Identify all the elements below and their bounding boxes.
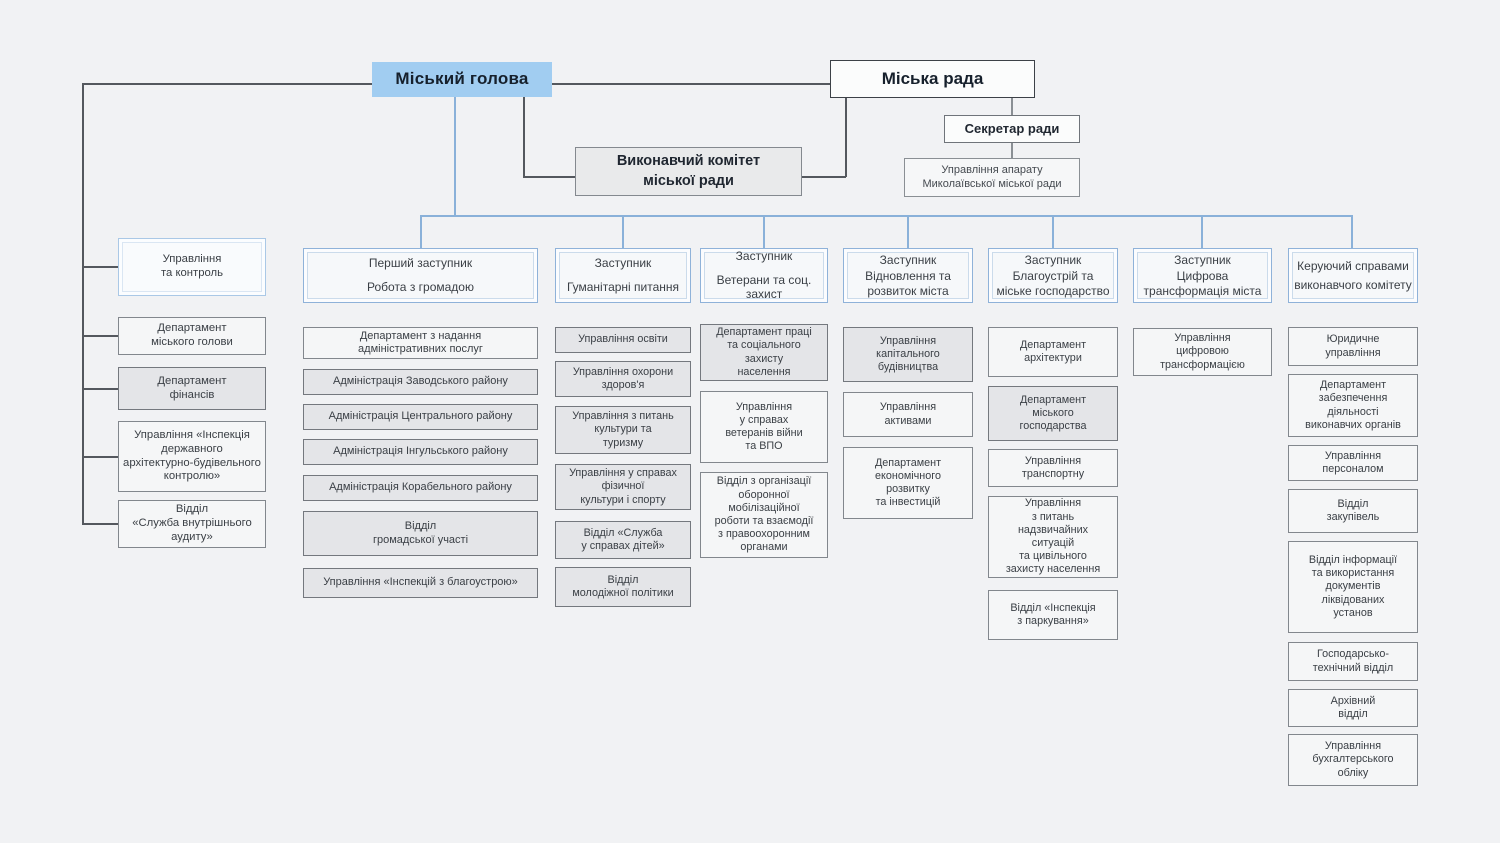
deputy-title: Заступник (735, 249, 793, 264)
connector-line (82, 83, 84, 525)
connector-line (1201, 215, 1203, 248)
connector-line (523, 97, 525, 177)
node-chief-of-staff: Керуючий справами виконавчого комітету (1288, 248, 1418, 303)
org-node: Управління бухгалтерського обліку (1288, 734, 1418, 786)
org-node: Адміністрація Центрального району (303, 404, 538, 430)
org-node: Управління освіти (555, 327, 691, 353)
deputy-subtitle: Робота з громадою (367, 280, 474, 294)
node-council-apparatus: Управління апарату Миколаївської міської… (904, 158, 1080, 197)
connector-line (845, 98, 847, 177)
deputy-title: Заступник (594, 256, 652, 271)
org-node: Управління з питань надзвичайних ситуаці… (988, 496, 1118, 578)
org-node: Департамент забезпечення діяльності вико… (1288, 374, 1418, 437)
connector-line (523, 176, 575, 178)
org-node: Відділ громадської участі (303, 511, 538, 556)
org-node: Відділ закупівель (1288, 489, 1418, 533)
org-node: Департамент архітектури (988, 327, 1118, 377)
connector-line (82, 388, 119, 390)
node-deputy-digital: Заступник Цифрова трансформація міста (1133, 248, 1272, 303)
node-deputy-utilities: Заступник Благоустрій та міське господар… (988, 248, 1118, 303)
org-node: Управління транспортну (988, 449, 1118, 487)
deputy-subtitle: Ветерани та соц. захист (716, 272, 812, 302)
connector-line (82, 456, 119, 458)
org-node: Департамент з надання адміністративних п… (303, 327, 538, 359)
connector-line (82, 266, 119, 268)
org-node: Управління персоналом (1288, 445, 1418, 481)
node-finance-department: Департамент фінансів (118, 367, 266, 410)
deputy-subtitle: Благоустрій та міське господарство (996, 269, 1110, 298)
node-deputy-veterans: Заступник Ветерани та соц. захист (700, 248, 828, 303)
org-node: Управління у справах фізичної культури і… (555, 464, 691, 510)
deputy-subtitle: виконавчого комітету (1294, 277, 1412, 292)
org-node: Управління з питань культури та туризму (555, 406, 691, 454)
connector-line (1011, 98, 1013, 115)
connector-line (552, 83, 830, 85)
org-node: Адміністрація Заводського району (303, 369, 538, 395)
org-node: Управління капітального будівництва (843, 327, 973, 382)
connector-line (82, 83, 372, 85)
node-executive-committee: Виконавчий комітет міської ради (575, 147, 802, 196)
connector-line (802, 176, 846, 178)
node-first-deputy: Перший заступник Робота з громадою (303, 248, 538, 303)
org-node: Відділ «Інспекція з паркування» (988, 590, 1118, 640)
org-node: Адміністрація Інгульського району (303, 439, 538, 465)
node-mayor: Міський голова (372, 62, 552, 97)
org-node: Відділ з організації оборонної мобілізац… (700, 472, 828, 558)
deputy-title: Керуючий справами (1297, 258, 1409, 273)
connector-line (82, 335, 119, 337)
deputy-subtitle: Відновлення та розвиток міста (865, 269, 951, 298)
org-node: Управління охорони здоров'я (555, 361, 691, 397)
node-mayor-department: Департамент міського голови (118, 317, 266, 355)
deputy-title: Перший заступник (368, 256, 473, 271)
deputy-title: Заступник (1174, 252, 1231, 267)
node-council-secretary: Секретар ради (944, 115, 1080, 143)
org-node: Департамент міського господарства (988, 386, 1118, 441)
connector-line (1052, 215, 1054, 248)
deputy-title: Заступник (1024, 252, 1082, 267)
node-deputy-recovery: Заступник Відновлення та розвиток міста (843, 248, 973, 303)
org-node: Юридичне управління (1288, 327, 1418, 366)
org-node: Архівний відділ (1288, 689, 1418, 727)
connector-line (622, 215, 624, 248)
connector-line (1351, 215, 1353, 248)
node-city-council: Міська рада (830, 60, 1035, 98)
org-node: Управління «Інспекцій з благоустрою» (303, 568, 538, 598)
org-node: Відділ «Служба у справах дітей» (555, 521, 691, 559)
node-deputy-humanitarian: Заступник Гуманітарні питання (555, 248, 691, 303)
connector-line (763, 215, 765, 248)
connector-line (907, 215, 909, 248)
org-node: Відділ молодіжної політики (555, 567, 691, 607)
org-node: Відділ інформації та використання докуме… (1288, 541, 1418, 633)
node-architecture-inspection: Управління «Інспекція державного архітек… (118, 421, 266, 492)
org-node: Департамент праці та соціального захисту… (700, 324, 828, 381)
connector-line (1011, 143, 1013, 158)
org-node: Управління активами (843, 392, 973, 437)
deputy-title: Заступник (879, 252, 937, 267)
org-node: Адміністрація Корабельного району (303, 475, 538, 501)
deputy-subtitle: Цифрова трансформація міста (1143, 269, 1262, 298)
connector-line (454, 97, 456, 215)
org-node: Управління цифровою трансформацією (1133, 328, 1272, 376)
node-control-directorate: Управління та контроль (118, 238, 266, 296)
node-internal-audit: Відділ «Служба внутрішнього аудиту» (118, 500, 266, 548)
connector-line (420, 215, 422, 248)
connector-line (420, 215, 1353, 217)
org-node: Департамент економічного розвитку та інв… (843, 447, 973, 519)
org-node: Господарсько- технічний відділ (1288, 642, 1418, 681)
connector-line (82, 523, 119, 525)
deputy-subtitle: Гуманітарні питання (566, 280, 680, 294)
org-node: Управління у справах ветеранів війни та … (700, 391, 828, 463)
